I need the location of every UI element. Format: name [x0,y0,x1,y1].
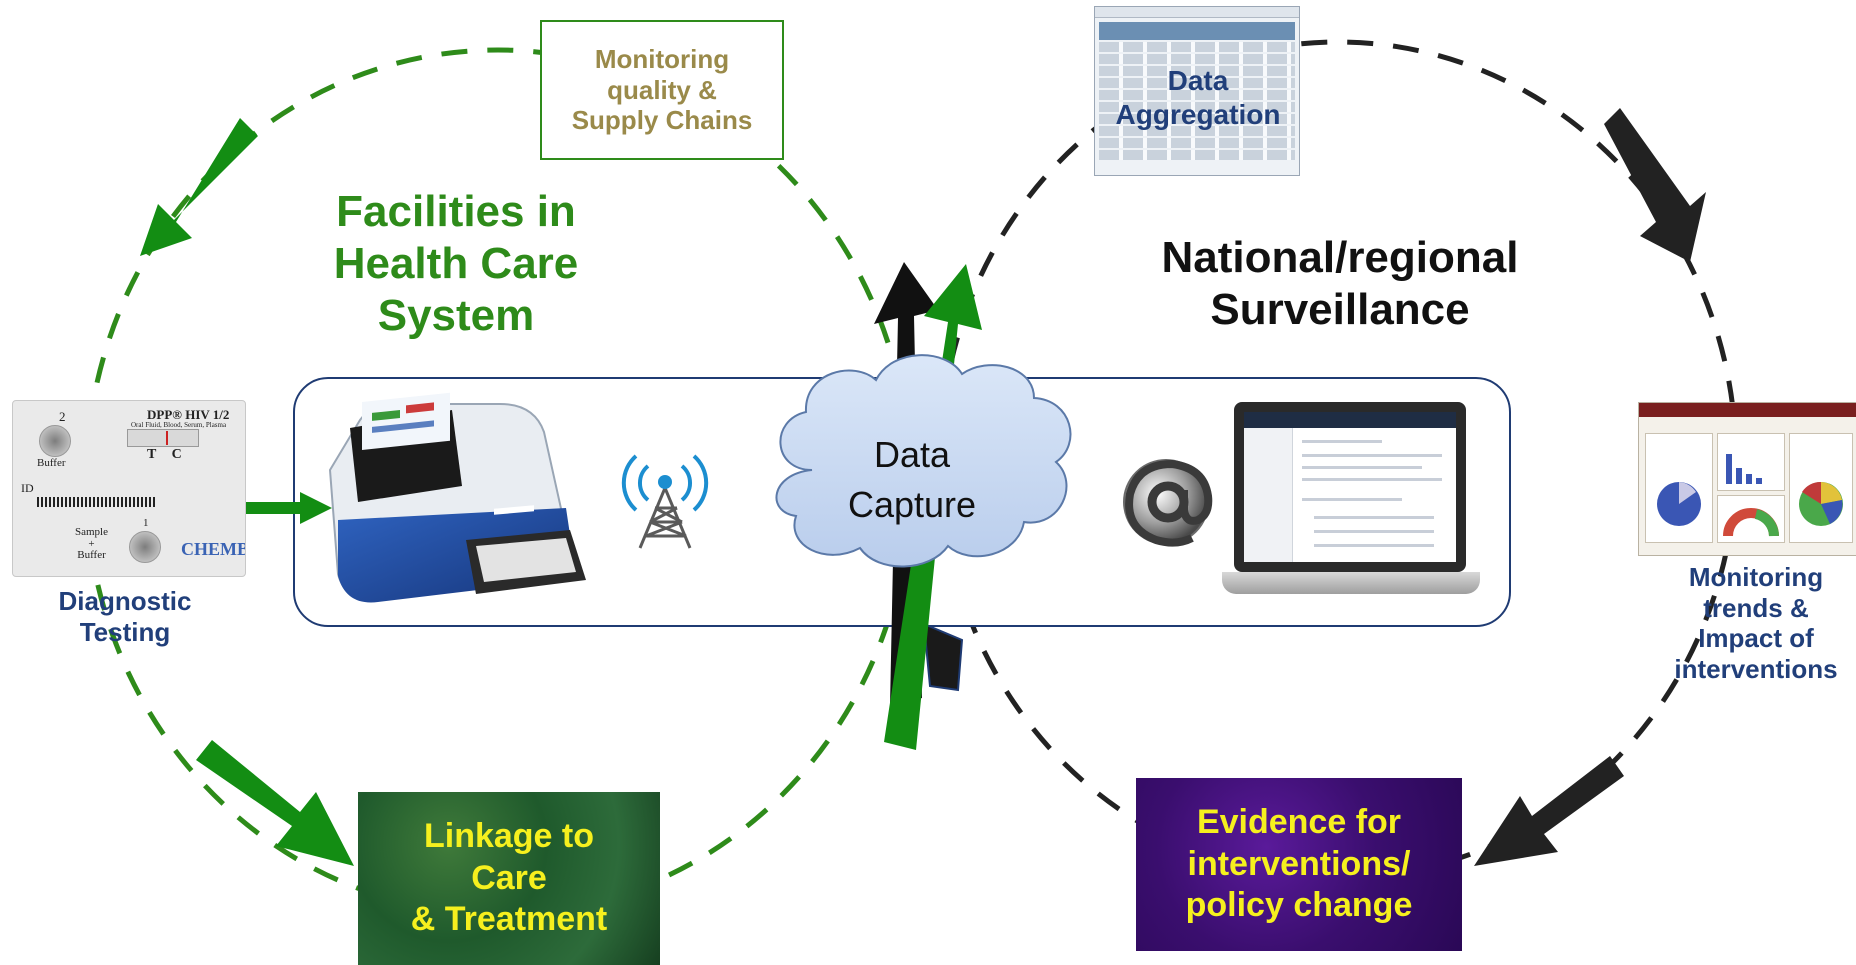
wireless-tower-icon [621,454,709,549]
buffer-well [39,425,71,457]
evidence-for-interventions-box: Evidence for interventions/ policy chang… [1136,778,1462,951]
diagnostic-reader-device [328,392,586,603]
data-capture-label: Data Capture [820,430,1004,531]
laptop-display [1244,412,1456,562]
dashboard-bars [1726,454,1762,484]
sample-well [129,531,161,563]
data-capture-cloud [775,354,1072,568]
trends-line-2: trends & [1703,592,1809,623]
card-window-marks: T C [147,447,188,462]
laptop-dashboard [1222,402,1480,602]
black-arrow-top-right [1604,108,1706,262]
diagnostic-line-1: Diagnostic [58,586,192,616]
data-aggregation-table [1094,6,1300,176]
laptop-base [1222,572,1480,594]
diagnostic-line-2: Testing [79,616,171,647]
evidence-line-2: interventions/ [1187,844,1411,883]
sample-line-1: Sample [75,526,108,538]
left-title-line-3: System [377,290,535,340]
evidence-line-1: Evidence for [1196,802,1402,841]
chembio-logo: CHEMBIO [181,539,245,559]
black-arrow-bottom-right [1474,756,1624,866]
data-agg-line-2: Aggregation [1115,98,1281,130]
right-title-line-1: National/regional [1161,233,1519,282]
green-arrow-top-left [140,118,258,256]
green-arrow-bottom-left [196,740,354,866]
surveillance-dashboard [1638,402,1856,556]
dashboard-gauge [1723,508,1779,537]
data-aggregation-label: Data Aggregation [1100,64,1296,131]
monitoring-line-1: Monitoring [594,43,730,74]
rapid-test-card: 2 DPP® HIV 1/2 Oral Fluid, Blood, Serum,… [12,400,246,577]
test-window [127,429,199,447]
left-title-line-1: Facilities in [336,187,576,236]
card-number-1: 1 [143,517,149,529]
cloud-line-1: Data [873,434,951,475]
card-barcode [37,497,157,507]
trends-line-1: Monitoring [1688,562,1824,592]
trends-line-3: Impact of [1698,623,1814,654]
diagnostic-testing-label: Diagnostic Testing [30,586,220,647]
card-number-2: 2 [59,409,66,424]
data-agg-line-1: Data [1167,65,1229,96]
linkage-line-3: & Treatment [410,900,608,939]
sample-line-2: + [88,537,95,550]
linkage-line-1: Linkage to [423,816,595,855]
dashboard-pie-2 [1799,481,1843,526]
card-buffer-label: Buffer [37,457,66,469]
card-brand: DPP® HIV 1/2 [147,407,230,422]
right-cycle-title: National/regional Surveillance [1140,232,1540,336]
at-sign-icon [1123,459,1213,547]
left-title-line-2: Health Care [333,238,579,288]
dashboard-pie-1 [1657,482,1701,526]
monitoring-line-2: quality & [607,74,717,105]
linkage-line-2: Care [471,858,547,897]
green-arrow-card-to-device [240,492,332,524]
cloud-line-2: Capture [847,484,977,526]
card-sample-buffer: Sample + Buffer [75,526,108,562]
sample-line-3: Buffer [77,549,106,562]
monitoring-quality-box: Monitoring quality & Supply Chains [540,20,784,160]
left-cycle-title: Facilities in Health Care System [300,186,612,342]
trends-line-4: interventions [1674,654,1838,685]
linkage-to-care-box: Linkage to Care & Treatment [358,792,660,965]
card-subline: Oral Fluid, Blood, Serum, Plasma [131,421,227,429]
monitoring-line-3: Supply Chains [571,105,753,136]
card-id-label: ID [21,481,34,495]
monitoring-trends-label: Monitoring trends & Impact of interventi… [1656,562,1856,685]
right-title-line-2: Surveillance [1210,284,1470,334]
evidence-line-3: policy change [1185,886,1413,925]
